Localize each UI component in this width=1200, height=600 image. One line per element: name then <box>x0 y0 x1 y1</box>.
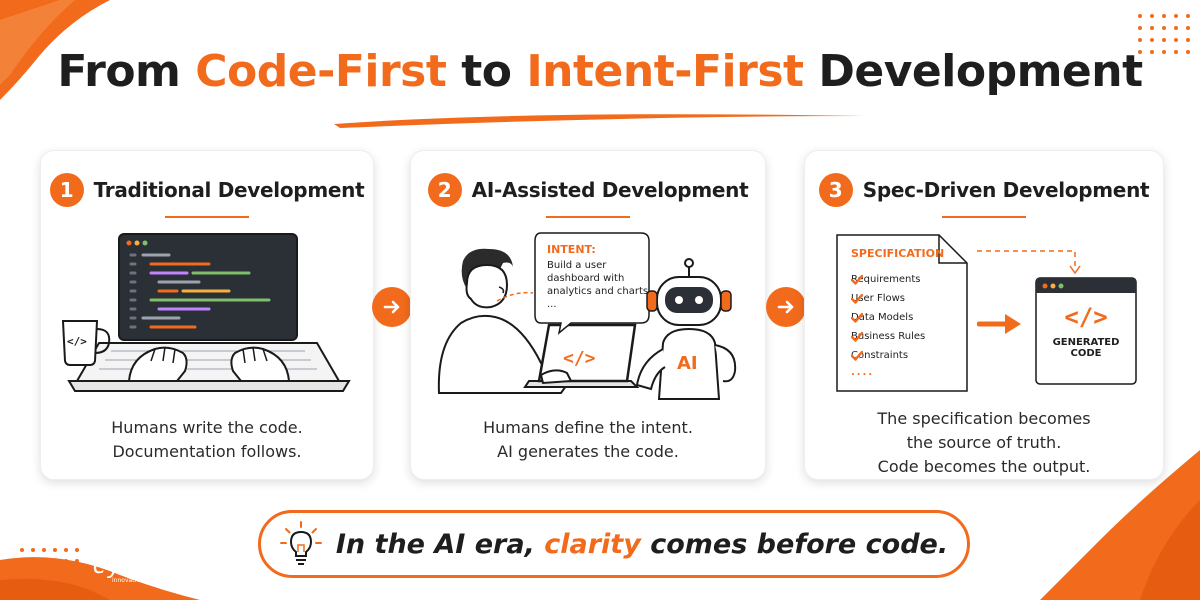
connector-arrow-1 <box>372 287 412 327</box>
mug-code-label: </> <box>67 335 87 348</box>
laptop-code-label: </> <box>563 348 596 369</box>
spec-item: Business Rules <box>851 327 944 346</box>
tagline-text: In the AI era, clarity comes before code… <box>335 528 949 560</box>
caption-line: the source of truth. <box>906 433 1062 452</box>
brush-stroke-top-left <box>0 0 110 100</box>
step-title: AI-Assisted Development <box>471 178 749 202</box>
caption-line: AI generates the code. <box>497 442 679 461</box>
dashed-link <box>496 291 534 302</box>
title-underline <box>334 114 866 128</box>
intent-line: dashboard with <box>547 273 625 284</box>
dots-decoration-top-right <box>1138 14 1190 54</box>
lightbulb-icon <box>279 521 322 565</box>
step-title: Traditional Development <box>93 178 365 202</box>
dashed-arrow <box>977 250 1081 275</box>
step-title: Spec-Driven Development <box>862 178 1150 202</box>
spec-item-label: Constraints <box>851 350 909 361</box>
intent-line: analytics and charts <box>547 286 649 297</box>
coffee-mug-icon <box>61 320 111 366</box>
code-symbol: </> <box>1064 303 1108 331</box>
spec-document <box>836 234 968 392</box>
spec-item: User Flows <box>851 289 944 308</box>
intent-bubble: INTENT: Build a user dashboard with anal… <box>547 243 648 311</box>
cytech-logo: cytech <box>92 551 185 579</box>
intent-line: Build a user <box>547 260 607 271</box>
speech-bubble <box>534 232 650 335</box>
intent-line: ... <box>547 299 557 310</box>
tagline-banner: In the AI era, clarity comes before code… <box>258 510 970 578</box>
spec-item-label: Business Rules <box>851 331 926 342</box>
spec-item: Constraints <box>851 346 944 365</box>
person-with-laptop-illustration <box>437 248 640 394</box>
generated-code-window <box>1035 277 1137 385</box>
spec-title: SPECIFICATION <box>851 247 945 260</box>
caption-line: The specification becomes <box>877 409 1091 428</box>
code-label: GENERATED <box>1052 337 1120 348</box>
spec-item-label: Data Models <box>851 312 914 323</box>
title-rule <box>546 216 630 218</box>
step-card-ai-assisted: 2 AI-Assisted Development </> INTENT: Bu… <box>410 150 766 480</box>
logo-tagline: innovative solutions <box>112 577 173 584</box>
step-number: 2 <box>427 173 462 207</box>
title-rule <box>942 216 1026 218</box>
spec-item: Requirements <box>851 270 944 289</box>
caption-line: Documentation follows. <box>112 442 302 461</box>
page-title: From Code-First to Intent-First Developm… <box>57 46 1143 97</box>
checkmark-icon <box>851 274 863 285</box>
checkmark-icon <box>851 312 863 323</box>
step-card-traditional: 1 Traditional Development <box>40 150 374 480</box>
intent-label: INTENT: <box>547 243 596 256</box>
title-rule <box>165 216 249 218</box>
checkmark-icon <box>851 293 863 304</box>
dots-decoration-bottom-left <box>20 548 79 574</box>
laptop-typing-illustration <box>67 233 351 392</box>
code-label: CODE <box>1070 348 1102 359</box>
code-window-content: </> GENERATED CODE <box>1035 303 1137 359</box>
brush-stroke-right <box>1040 450 1200 600</box>
caption-line: Humans write the code. <box>111 418 303 437</box>
robot-ai-label: AI <box>677 353 698 374</box>
spec-item-label: Requirements <box>851 274 921 285</box>
arrow-right-icon <box>977 314 1021 334</box>
spec-more: .... <box>851 367 875 378</box>
spec-item-label: User Flows <box>851 293 906 304</box>
caption-line: Code becomes the output. <box>877 457 1091 476</box>
checkmark-icon <box>851 350 863 361</box>
connector-arrow-2 <box>766 287 806 327</box>
checkmark-icon <box>851 331 863 342</box>
arrow-right-icon <box>383 300 400 314</box>
step-card-spec-driven: 3 Spec-Driven Development SPECIFICATION … <box>804 150 1164 480</box>
step-number: 1 <box>49 173 84 207</box>
caption-line: Humans define the intent. <box>483 418 693 437</box>
robot-icon <box>635 258 737 400</box>
brush-stroke-bottom-left <box>0 557 200 600</box>
spec-item: Data Models <box>851 308 944 327</box>
step-number: 3 <box>818 173 853 207</box>
arrow-right-icon <box>777 300 794 314</box>
